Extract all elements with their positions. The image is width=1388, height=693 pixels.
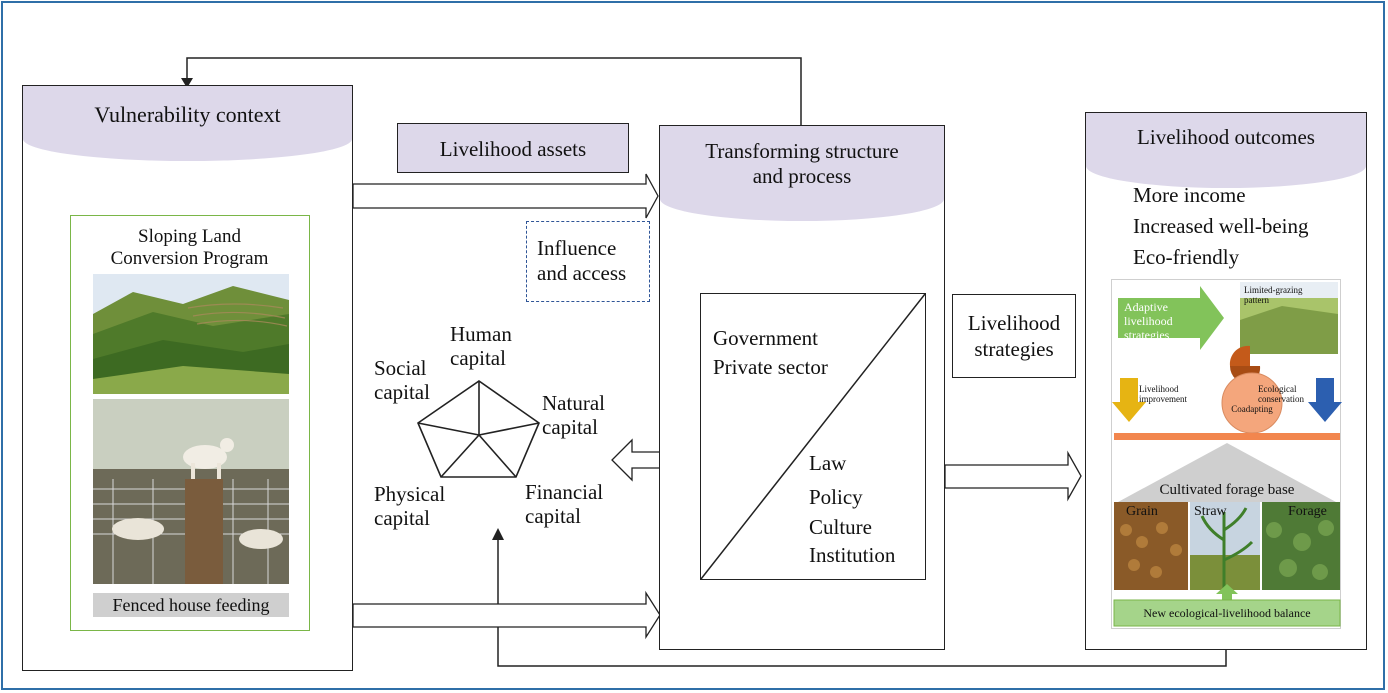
balance-label: New ecological-livelihood balance <box>1143 606 1311 620</box>
policy-label: Policy <box>809 485 863 509</box>
adaptive-line2: livelihood <box>1124 314 1173 328</box>
livelihood-assets-title: Livelihood assets <box>439 137 587 161</box>
program-title-line1: Sloping Land <box>138 226 241 247</box>
transforming-structure-box: Transforming structure and process Gover… <box>659 125 945 650</box>
forage-triangle <box>1118 443 1336 502</box>
balance-bar <box>1114 433 1340 440</box>
yellow-down-arrow <box>1112 378 1146 422</box>
social-capital-label: Social capital <box>374 356 430 404</box>
panel-diagonal <box>699 293 926 579</box>
natural-line1: Natural <box>542 391 605 415</box>
transforming-title: Transforming structure and process <box>660 139 944 189</box>
outcome-well-being: Increased well-being <box>1133 214 1309 238</box>
fenced-goat-photo <box>93 399 289 584</box>
influence-access-box: Influence and access <box>526 221 650 302</box>
fenced-goat-image <box>93 399 289 584</box>
coadapting-graphics <box>1112 282 1342 627</box>
coadapting-label: Coadapting <box>1231 404 1273 414</box>
adaptive-label: Adaptive livelihood strategies <box>1124 300 1173 342</box>
human-line1: Human <box>450 322 512 346</box>
feedback-arrow-top <box>186 57 802 125</box>
balance-up-arrow <box>1216 584 1238 600</box>
law-label: Law <box>809 451 847 475</box>
financial-line1: Financial <box>525 480 604 504</box>
outcomes-title: Livelihood outcomes <box>1137 125 1315 149</box>
human-capital-label: Human capital <box>450 322 512 370</box>
limited-line2: pattern <box>1244 295 1269 305</box>
influence-access-text: Influence and access <box>537 236 626 286</box>
actors-rules-panel: Government Private sector Law Policy Cul… <box>699 293 926 580</box>
improvement-line2: improvement <box>1139 394 1187 404</box>
influence-line1: Influence <box>537 236 617 260</box>
limited-grazing-label: Limited-grazing pattern <box>1244 285 1302 305</box>
improvement-line1: Livelihood <box>1139 384 1179 394</box>
ecological-conservation-label: Ecological conservation <box>1258 384 1304 404</box>
natural-capital-label: Natural capital <box>542 391 605 439</box>
grain-label: Grain <box>1126 504 1158 519</box>
balance-box <box>1113 599 1341 627</box>
physical-line2: capital <box>374 506 430 530</box>
outcome-eco-friendly: Eco-friendly <box>1133 245 1240 269</box>
livelihood-strategies-box: Livelihood strategies <box>952 294 1076 378</box>
physical-capital-label: Physical capital <box>374 482 445 530</box>
program-panel: Sloping Land Conversion Program <box>70 215 310 631</box>
mountain-terraces-photo <box>93 274 289 394</box>
livelihood-improvement-label: Livelihood improvement <box>1139 384 1187 404</box>
limited-line1: Limited-grazing <box>1244 285 1303 295</box>
transforming-header: Transforming structure and process <box>660 126 944 221</box>
livelihood-outcomes-box: Livelihood outcomes More income Increase… <box>1085 112 1367 650</box>
feedback-arrow-top-head <box>181 78 193 88</box>
actors-list: Government Private sector <box>713 324 828 382</box>
program-title: Sloping Land Conversion Program <box>71 226 308 270</box>
adaptive-line3: strategies <box>1124 328 1170 342</box>
adaptive-arrow <box>1118 286 1224 350</box>
blue-down-arrow <box>1308 378 1342 422</box>
conservation-line2: conservation <box>1258 394 1304 404</box>
vulnerability-header: Vulnerability context <box>23 86 352 161</box>
influence-line2: and access <box>537 261 627 285</box>
outcome-more-income: More income <box>1133 183 1246 207</box>
strategies-line1: Livelihood <box>967 311 1061 335</box>
hollow-arrow-right <box>944 450 1082 502</box>
institution-label: Institution <box>809 543 896 567</box>
outcomes-header: Livelihood outcomes <box>1086 113 1366 188</box>
adaptive-line1: Adaptive <box>1124 300 1168 314</box>
conservation-line1: Ecological <box>1258 384 1297 394</box>
transforming-title-line1: Transforming structure <box>705 139 899 163</box>
physical-line1: Physical <box>374 482 446 506</box>
livelihood-assets-box: Livelihood assets <box>397 123 629 173</box>
forage-base-label: Cultivated forage base <box>1159 482 1295 498</box>
human-line2: capital <box>450 346 506 370</box>
hollow-arrow-bottom <box>352 590 661 640</box>
straw-label: Straw <box>1194 504 1227 519</box>
livelihood-strategies-text: Livelihood strategies <box>953 310 1075 362</box>
outcomes-list: More income Increased well-being Eco-fri… <box>1133 180 1309 273</box>
vulnerability-title: Vulnerability context <box>94 102 281 127</box>
private-sector-label: Private sector <box>713 355 828 379</box>
financial-line2: capital <box>525 504 581 528</box>
culture-label: Culture <box>809 515 872 539</box>
social-line2: capital <box>374 380 430 404</box>
program-title-line2: Conversion Program <box>110 248 269 269</box>
vulnerability-context-box: Vulnerability context Sloping Land Conve… <box>22 85 353 671</box>
assets-pentagon <box>417 380 540 478</box>
fenced-caption: Fenced house feeding <box>93 593 289 617</box>
hollow-arrow-top <box>352 173 659 219</box>
strategies-line2: strategies <box>974 337 1054 361</box>
mountain-terraces-image <box>93 274 289 394</box>
natural-line2: capital <box>542 415 598 439</box>
transforming-title-line2: and process <box>752 164 852 188</box>
rules-list: Law Policy Culture Institution <box>809 448 895 570</box>
forage-label: Forage <box>1288 504 1327 519</box>
social-line1: Social <box>374 356 427 380</box>
coadapting-figure: Adaptive livelihood strategies Limited-g… <box>1111 279 1342 629</box>
feedback-arrow-bottom-head <box>492 528 504 540</box>
financial-capital-label: Financial capital <box>525 480 603 528</box>
government-label: Government <box>713 326 818 350</box>
feedback-arrow-bottom <box>497 538 1227 667</box>
